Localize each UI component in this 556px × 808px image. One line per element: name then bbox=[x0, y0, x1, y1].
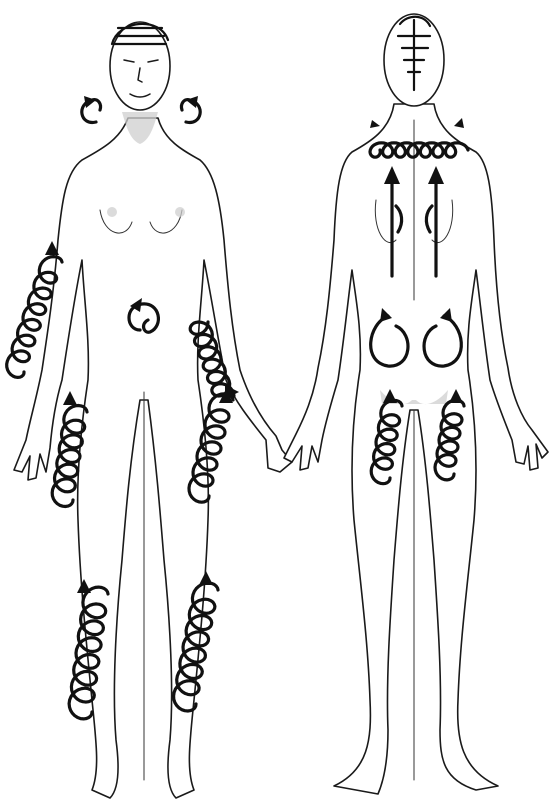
front-left-nipple bbox=[107, 207, 117, 217]
neck-left-circular-arrow bbox=[82, 96, 101, 122]
left-thigh-spiral-arrowhead bbox=[63, 391, 77, 405]
front-right-nipple bbox=[175, 207, 185, 217]
back-body-outline bbox=[284, 104, 548, 794]
front-figure bbox=[14, 22, 292, 798]
neck-right-circular-arrow bbox=[181, 96, 200, 122]
front-body-outline bbox=[14, 118, 292, 798]
back-figure bbox=[284, 14, 548, 794]
